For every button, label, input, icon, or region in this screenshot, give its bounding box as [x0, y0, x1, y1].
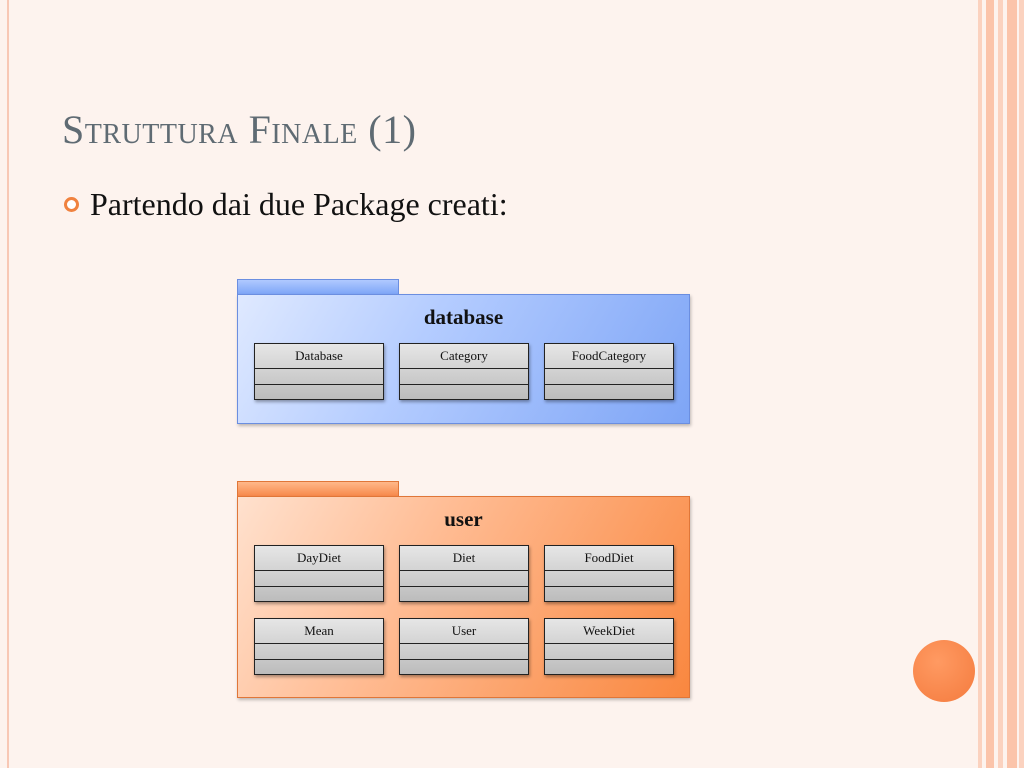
- class-name: FoodCategory: [545, 344, 673, 369]
- class-name: Category: [400, 344, 528, 369]
- package-name: user: [444, 507, 483, 531]
- class-attributes: [545, 369, 673, 385]
- bullet-text: Partendo dai due Package creati:: [90, 186, 508, 222]
- package-body: database Database Category FoodCategory: [237, 294, 690, 424]
- class-attributes: [255, 571, 383, 587]
- class-name: WeekDiet: [545, 619, 673, 644]
- bullet-item: Partendo dai due Package creati:: [64, 186, 508, 223]
- package-user: user DayDiet Diet FoodDiet Mean User Wee…: [237, 481, 690, 699]
- class-box: Diet: [399, 545, 529, 602]
- package-body: user DayDiet Diet FoodDiet Mean User Wee…: [237, 496, 690, 698]
- class-attributes: [255, 644, 383, 660]
- bullet-icon: [64, 197, 79, 212]
- left-border-rule: [7, 0, 9, 768]
- class-box: WeekDiet: [544, 618, 674, 675]
- class-box: DayDiet: [254, 545, 384, 602]
- slide-title: Struttura Finale (1): [62, 107, 417, 152]
- class-box: Category: [399, 343, 529, 400]
- class-attributes: [545, 644, 673, 660]
- class-name: DayDiet: [255, 546, 383, 571]
- class-attributes: [400, 571, 528, 587]
- package-tab: [237, 481, 399, 497]
- class-attributes: [255, 369, 383, 385]
- class-name: Diet: [400, 546, 528, 571]
- class-name: Database: [255, 344, 383, 369]
- right-decorative-stripes: [978, 0, 1024, 768]
- package-database: database Database Category FoodCategory: [237, 279, 690, 425]
- class-box: FoodCategory: [544, 343, 674, 400]
- class-name: User: [400, 619, 528, 644]
- package-tab: [237, 279, 399, 295]
- class-box: Mean: [254, 618, 384, 675]
- class-name: FoodDiet: [545, 546, 673, 571]
- class-box: User: [399, 618, 529, 675]
- class-attributes: [545, 571, 673, 587]
- class-box: Database: [254, 343, 384, 400]
- class-box: FoodDiet: [544, 545, 674, 602]
- decorative-orange-circle: [913, 640, 975, 702]
- class-name: Mean: [255, 619, 383, 644]
- package-name: database: [423, 305, 504, 329]
- class-attributes: [400, 644, 528, 660]
- class-attributes: [400, 369, 528, 385]
